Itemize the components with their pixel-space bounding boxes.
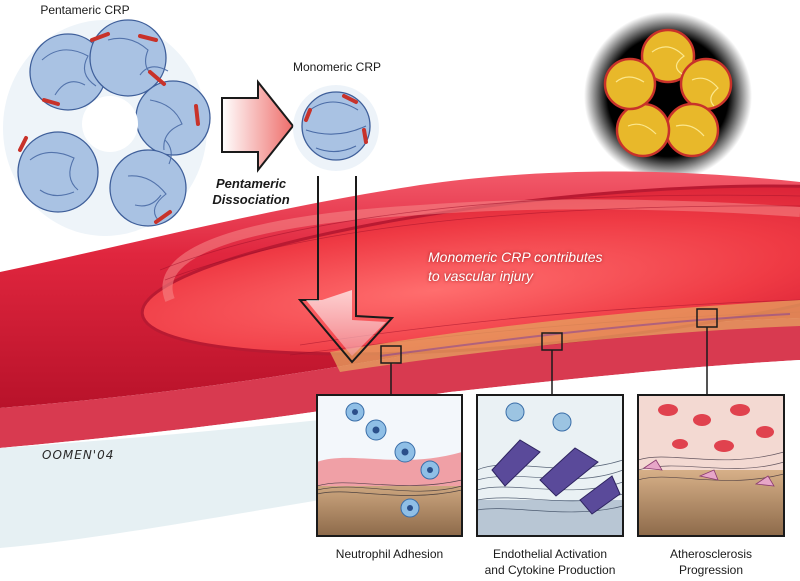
label-injury-line2: to vascular injury (428, 268, 534, 284)
monomeric-crp-structure (293, 85, 379, 171)
label-monomeric-crp: Monomeric CRP (292, 60, 382, 74)
caption-neutrophil-adhesion: Neutrophil Adhesion (335, 547, 444, 561)
caption-atherosclerosis-line1: Atherosclerosis (669, 547, 753, 561)
label-pentameric-crp: Pentameric CRP (40, 3, 130, 17)
label-injury-line1: Monomeric CRP contributes (428, 249, 603, 265)
caption-atherosclerosis-line2: Progression (678, 563, 744, 577)
label-dissociation-line1: Pentameric (215, 176, 287, 191)
panel-endothelial-activation (476, 394, 624, 537)
pentamer-rendering (584, 12, 752, 180)
caption-endothelial-line1: Endothelial Activation (492, 547, 608, 561)
artist-signature: OOMEN'04 (42, 448, 115, 462)
panel-atherosclerosis (637, 394, 785, 537)
dissociation-arrow (221, 79, 295, 173)
caption-endothelial-line2: and Cytokine Production (484, 563, 616, 577)
pentameric-crp-structure (3, 19, 211, 236)
callout-markers (380, 308, 718, 395)
panel-neutrophil-adhesion (316, 394, 463, 537)
label-dissociation-line2: Dissociation (212, 192, 290, 207)
